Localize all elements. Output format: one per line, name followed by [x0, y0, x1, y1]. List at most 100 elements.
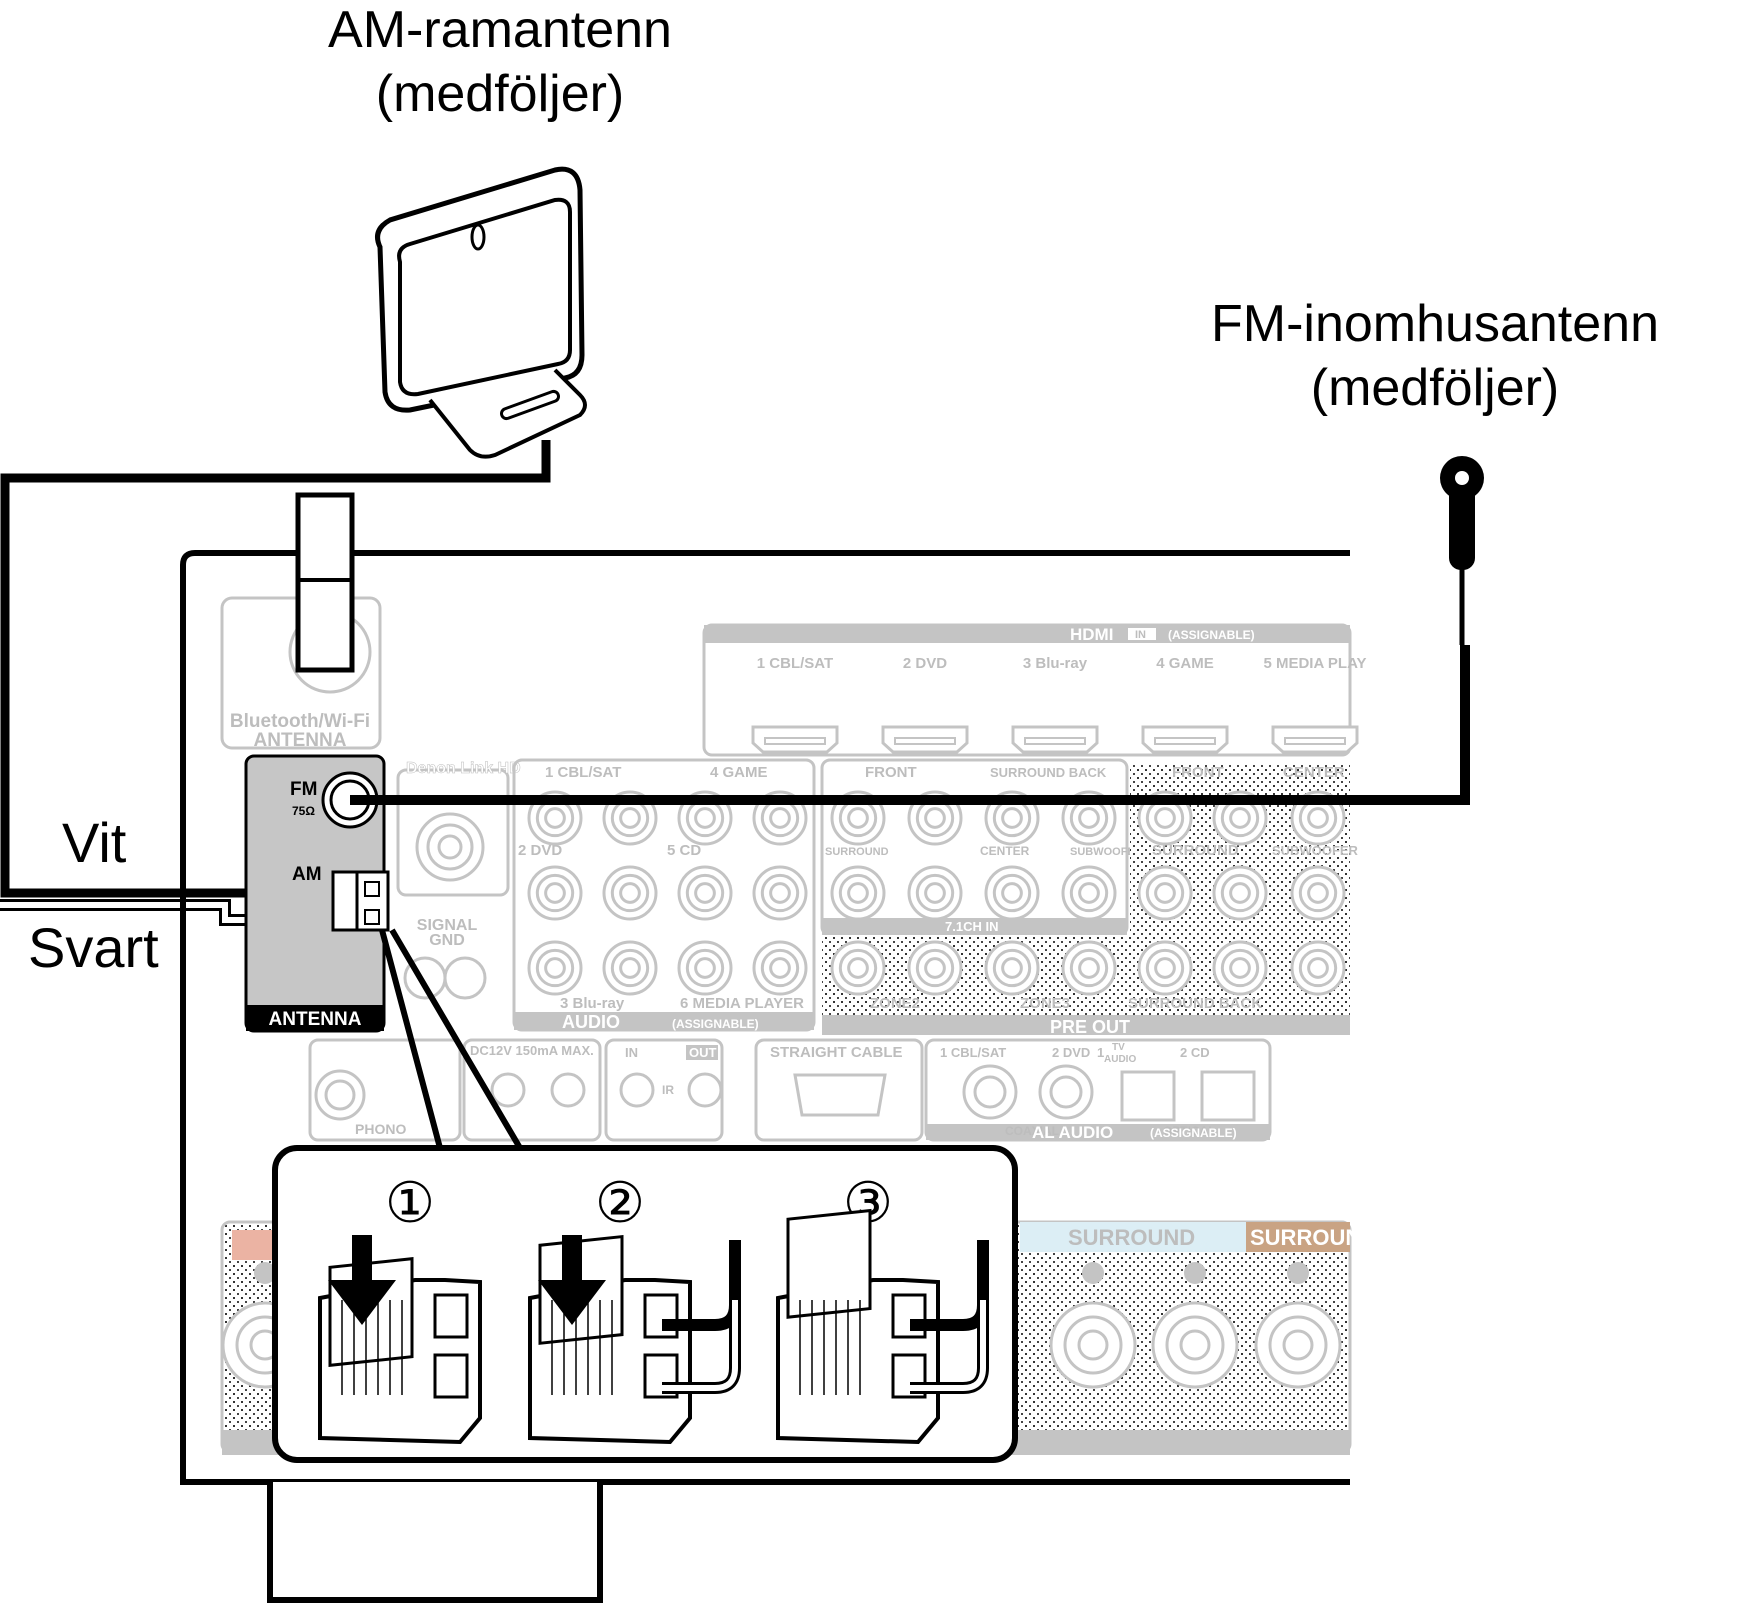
hdmi-input-label: 5 MEDIA PLAY: [1263, 655, 1366, 672]
rca-jack: [984, 940, 1040, 996]
digital-audio-title: AL AUDIO: [1032, 1123, 1113, 1142]
rca-jack: [527, 940, 583, 996]
am-antenna-caption-line1: AM-ramantenn: [328, 1, 672, 59]
bt-antenna-label: Bluetooth/Wi-Fi: [230, 711, 370, 732]
pre-out-label: SURROUND BACK: [1128, 995, 1262, 1012]
rca-jack: [1061, 940, 1117, 996]
hdmi-port: [1011, 725, 1099, 754]
rca-jack: [1212, 940, 1268, 996]
step-2: ②: [528, 1171, 741, 1445]
pre-out-label: CENTER: [1283, 764, 1345, 781]
hdmi-input-label: 2 DVD: [903, 655, 947, 672]
pre-out-label: FRONT: [1172, 764, 1224, 781]
rca-jack: [907, 865, 963, 921]
bluetooth-antenna-icon: [295, 492, 355, 673]
ch71-label: CENTER: [980, 844, 1030, 858]
ch71-in-section: 7.1CH IN FRONT SURROUND BACK SURROUND CE…: [820, 758, 1143, 937]
rca-jack: [677, 865, 733, 921]
digital-audio-note: (ASSIGNABLE): [1150, 1126, 1237, 1140]
receiver-chassis: [180, 550, 1350, 1485]
audio-label: 5 CD: [667, 842, 701, 859]
rca-jack: [527, 865, 583, 921]
digital-label: AUDIO: [1104, 1054, 1136, 1065]
rca-jack: [602, 940, 658, 996]
ir-in-label: IN: [625, 1045, 638, 1060]
rca-jack: [752, 940, 808, 996]
receiver-foot: [267, 1482, 603, 1603]
digital-label: 1 CBL/SAT: [940, 1045, 1006, 1060]
am-loop-antenna-icon: [375, 166, 587, 459]
terminal-hole: [433, 1353, 469, 1399]
speaker-binding-post: [1254, 1262, 1342, 1389]
rca-jack: [1290, 865, 1346, 921]
hdmi-note: (ASSIGNABLE): [1168, 628, 1255, 642]
pre-out-label: SURROUND: [1152, 842, 1239, 859]
rca-jack: [830, 865, 886, 921]
audio-note: (ASSIGNABLE): [672, 1017, 759, 1031]
hdmi-port: [881, 725, 969, 754]
digital-label: 2 DVD: [1052, 1045, 1090, 1060]
digital-label: 1: [1097, 1045, 1104, 1060]
fm-antenna-caption-line2: (medföljer): [1310, 359, 1560, 417]
step-number: ①: [385, 1171, 435, 1236]
fm-antenna-caption-line1: FM-inomhusantenn: [1211, 295, 1659, 353]
rca-jack: [907, 940, 963, 996]
denon-link-label: Denon Link HD: [406, 760, 521, 777]
digital-label: 2 CD: [1180, 1045, 1210, 1060]
press-arrow-icon: [352, 1235, 372, 1285]
rca-jack: [1212, 865, 1268, 921]
digital-label: TV: [1112, 1042, 1125, 1053]
bt-antenna-label-2: ANTENNA: [254, 730, 347, 751]
black-wire-label: Svart: [28, 916, 159, 979]
rca-jack: [984, 865, 1040, 921]
audio-label: 1 CBL/SAT: [545, 764, 621, 781]
antenna-terminal-panel: ANTENNA FM 75Ω AM: [244, 754, 390, 1033]
terminal-hole: [643, 1353, 679, 1399]
hdmi-input-label: 1 CBL/SAT: [757, 655, 833, 672]
surround-r-label: SURROUN: [1250, 1225, 1361, 1250]
antenna-title: ANTENNA: [269, 1009, 362, 1030]
hdmi-port: [1141, 725, 1229, 754]
step-number: ②: [595, 1171, 645, 1236]
ir-out-label: OUT: [689, 1045, 717, 1060]
am-antenna-caption-line2: (medföljer): [375, 65, 625, 123]
rs232-label: STRAIGHT CABLE: [770, 1044, 903, 1061]
callout-lines: [379, 928, 523, 1150]
audio-in-section: AUDIO (ASSIGNABLE) 1 CBL/SAT 4 GAME 2 DV…: [512, 758, 816, 1032]
audio-label: 6 MEDIA PLAYER: [680, 995, 804, 1012]
pre-out-section: PRE OUT FRONT CENTER SURROUND SUBWOOFER …: [822, 764, 1359, 1037]
am-antenna-caption: AM-ramantenn (medföljer): [300, 0, 700, 126]
pre-out-label: SUBWOOFER: [1272, 843, 1359, 858]
hdmi-in-badge: IN: [1135, 629, 1146, 641]
step-1: ①: [318, 1171, 482, 1445]
rca-jack: [1290, 940, 1346, 996]
speaker-binding-post: [1049, 1262, 1137, 1389]
rca-jack: [677, 940, 733, 996]
fm-impedance: 75Ω: [292, 804, 315, 818]
audio-title: AUDIO: [562, 1012, 620, 1032]
rca-jack: [1137, 865, 1193, 921]
ch71-label: FRONT: [865, 764, 917, 781]
signal-gnd-label-2: GND: [429, 932, 465, 949]
audio-label: 3 Blu-ray: [560, 995, 625, 1012]
pre-out-label: ZONE2: [870, 995, 920, 1012]
coaxial-label: COAXIAL: [1005, 1124, 1059, 1138]
ir-label: IR: [662, 1083, 674, 1097]
ch71-label: SURROUND: [825, 846, 889, 858]
lower-row: PHONO DC12V 150mA MAX. IN OUT IR STRAIGH…: [308, 1038, 1272, 1142]
signal-gnd-label: SIGNAL: [417, 917, 478, 934]
dc-trigger-label: DC12V 150mA MAX.: [470, 1043, 594, 1058]
fm-antenna-caption: FM-inomhusantenn (medföljer): [1190, 292, 1680, 420]
hdmi-title: HDMI: [1070, 625, 1113, 644]
fm-indoor-antenna-icon: [1440, 456, 1484, 570]
ch71-label: SUBWOOFER: [1070, 846, 1143, 858]
white-wire-label: Vit: [62, 811, 127, 874]
rca-jack: [602, 865, 658, 921]
audio-label: 4 GAME: [710, 764, 768, 781]
fm-label: FM: [290, 779, 317, 800]
step-3: ③: [776, 1171, 989, 1445]
ch71-label: SURROUND BACK: [990, 765, 1107, 780]
terminal-lever: [786, 1208, 872, 1319]
hdmi-port: [751, 725, 839, 754]
